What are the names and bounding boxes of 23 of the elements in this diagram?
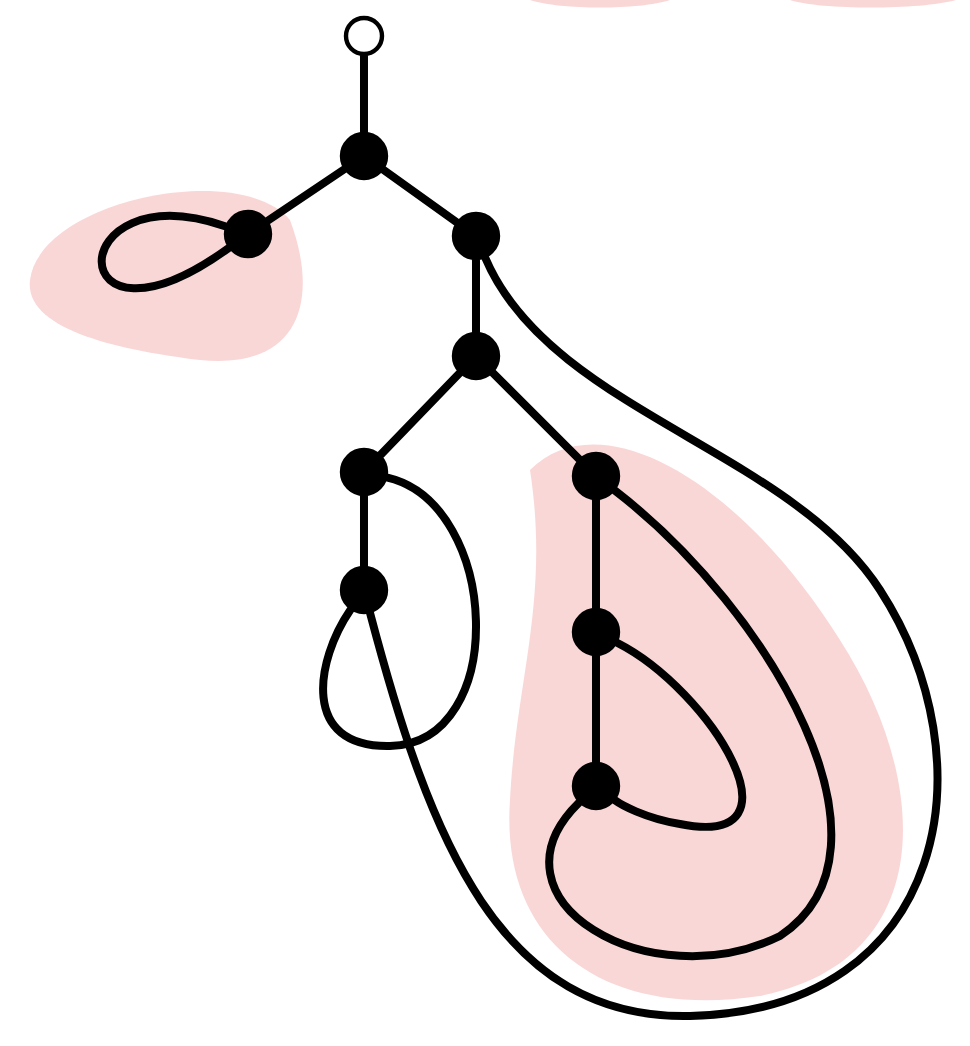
graph-vertex — [451, 211, 501, 261]
graph-edge — [264, 165, 348, 225]
graph-vertex — [571, 761, 621, 811]
graph-vertex — [339, 447, 389, 497]
graph-edge — [546, 486, 835, 960]
graph-edge — [376, 369, 464, 459]
graph-edge — [472, 256, 480, 336]
graph-edge — [97, 212, 233, 293]
graph-vertex — [571, 451, 621, 501]
graph-edge — [379, 166, 461, 226]
graph-edge — [592, 496, 600, 612]
graph-edge — [366, 254, 942, 1020]
graph-edge — [360, 52, 368, 136]
graph-vertex — [339, 131, 389, 181]
graph-vertex — [451, 331, 501, 381]
graph-vertex — [223, 209, 273, 259]
graph-vertex — [339, 565, 389, 615]
graph-vertex — [343, 15, 385, 57]
graph-edge — [489, 369, 583, 463]
graph-edge — [360, 492, 368, 570]
graph-edge — [611, 639, 747, 831]
graph-edge — [319, 473, 480, 750]
graph-edge — [592, 652, 600, 766]
